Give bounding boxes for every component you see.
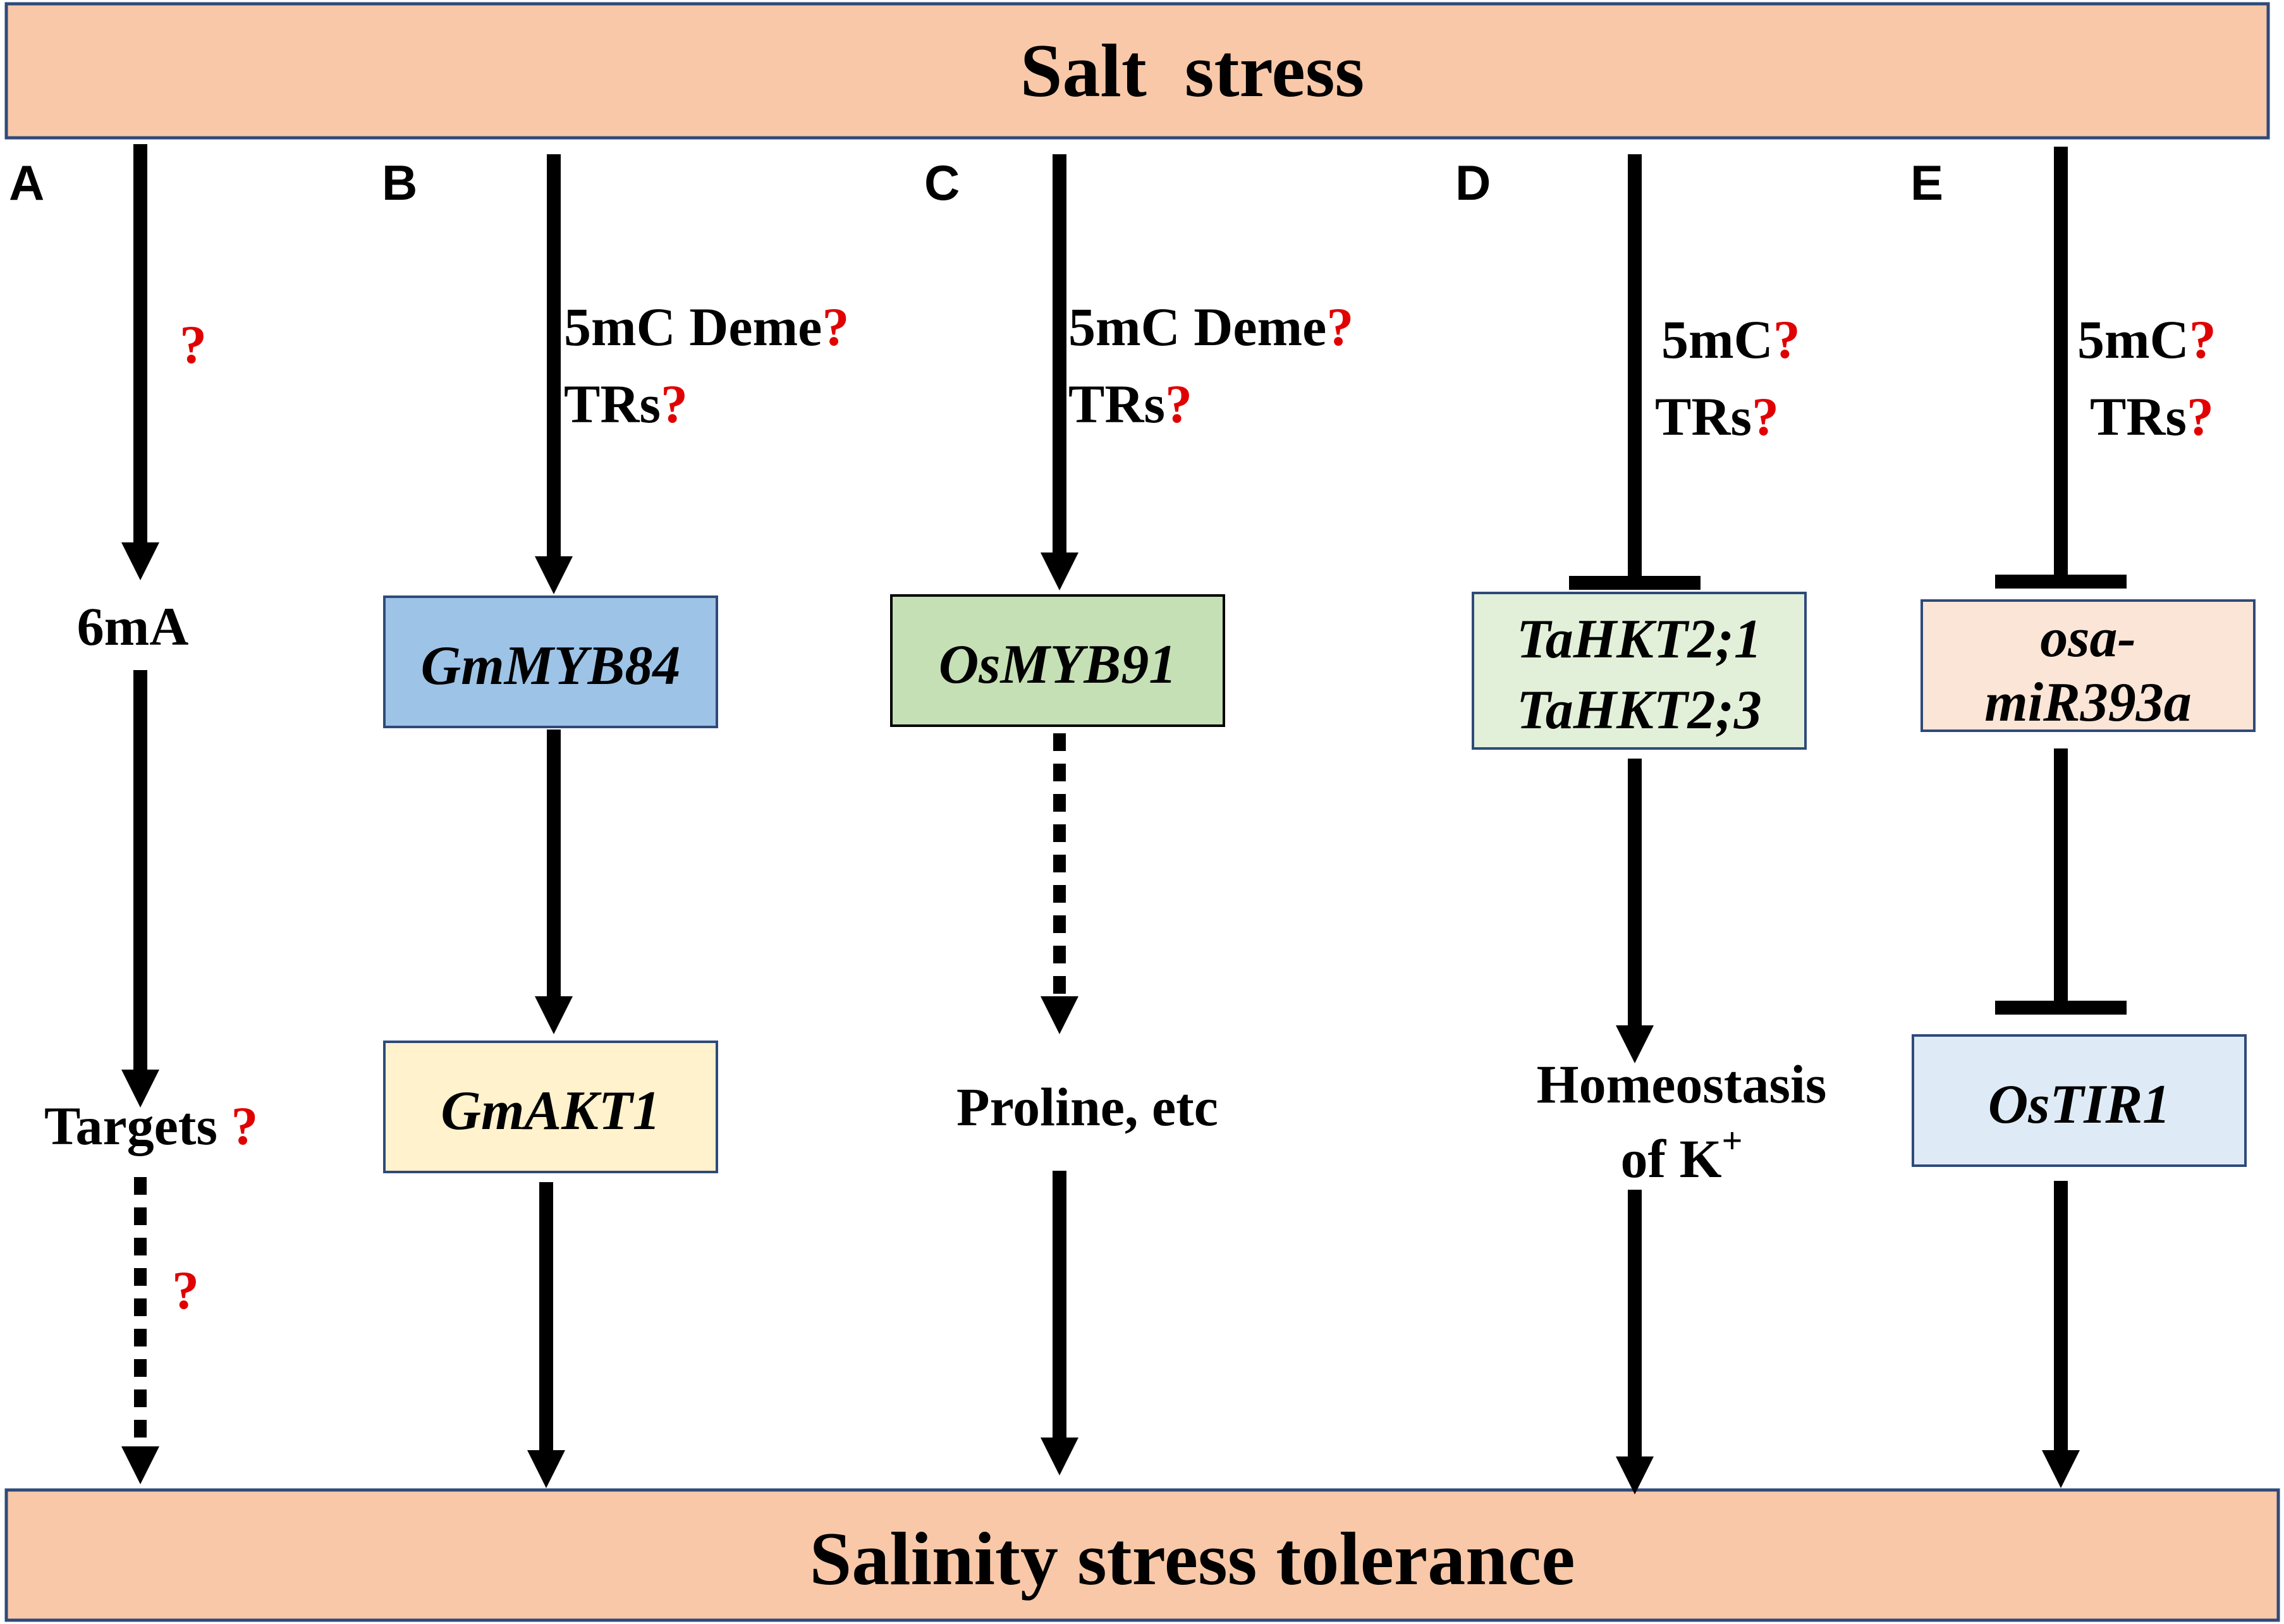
arrow-d3-head: [1616, 1456, 1654, 1494]
question-mark-d2: ?: [1752, 386, 1779, 447]
regulator-b2: TRs?: [564, 374, 688, 434]
regulator-e2: TRs?: [2090, 386, 2214, 447]
arrow-c1-head: [1041, 553, 1078, 590]
ostir1-box: [1912, 1034, 2247, 1167]
arrow-e3-head: [2042, 1450, 2080, 1488]
gmmyb84-label: GmMYB84: [421, 635, 681, 697]
question-mark-c2: ?: [1165, 374, 1192, 434]
question-mark-b1: ?: [822, 296, 849, 357]
k-superscript: +: [1721, 1120, 1742, 1161]
node-of-k-label: of K: [1620, 1128, 1721, 1189]
panel-e: E 5mC? TRs? osa- miR393a OsTIR1: [1910, 147, 2256, 1488]
top-band-label: Salt stress: [1020, 28, 1364, 113]
arrow-a2-head: [121, 1070, 159, 1108]
panel-letter-a: A: [9, 155, 44, 211]
regulator-d2: TRs?: [1655, 386, 1779, 447]
arrow-d2-head: [1616, 1025, 1654, 1063]
arrow-c2-head: [1041, 996, 1078, 1034]
regulator-b1-label: 5mC Deme: [564, 296, 822, 357]
bottom-band: Salinity stress tolerance: [4, 1488, 2280, 1622]
ostir1-label: OsTIR1: [1988, 1074, 2171, 1135]
osa-mir393a-line1: osa-: [2040, 607, 2136, 669]
regulator-d1: 5mC?: [1661, 309, 1800, 370]
osmyb91-label: OsMYB91: [939, 634, 1177, 695]
panel-letter-c: C: [924, 155, 960, 211]
bottom-band-box: [4, 1488, 2280, 1622]
regulator-c2: TRs?: [1068, 374, 1192, 434]
question-mark-d1: ?: [1773, 309, 1800, 370]
question-mark-a1: ?: [180, 314, 207, 375]
regulator-c1: 5mC Deme?: [1068, 296, 1353, 357]
panel-b: B 5mC Deme? TRs? GmMYB84 GmAKT1: [382, 154, 849, 1488]
arrow-c3-head: [1041, 1438, 1078, 1475]
top-band-box: [4, 2, 2270, 140]
gmakt1-label: GmAKT1: [441, 1080, 660, 1142]
question-mark-e2: ?: [2187, 386, 2214, 447]
node-6ma: 6mA: [77, 596, 189, 657]
regulator-c1-label: 5mC Deme: [1068, 296, 1326, 357]
question-mark-e1: ?: [2189, 309, 2216, 370]
gmakt1-box: [383, 1041, 718, 1173]
regulator-d2-label: TRs: [1655, 386, 1752, 447]
node-proline: Proline, etc: [956, 1077, 1218, 1137]
gmmyb84-box: [383, 595, 718, 728]
tahkt2-1-label: TaHKT2;1: [1517, 609, 1762, 670]
panel-c: C 5mC Deme? TRs? OsMYB91 Proline, etc: [890, 154, 1353, 1475]
arrow-b2-head: [535, 996, 573, 1034]
arrow-a3-head: [121, 1446, 159, 1484]
panel-letter-d: D: [1455, 155, 1491, 211]
arrow-a1-head: [121, 542, 159, 580]
osa-mir393a-line2: miR393a: [1984, 672, 2192, 733]
panel-d: D 5mC? TRs? TaHKT2;1 TaHKT2;3 Homeostasi…: [1455, 154, 1826, 1494]
regulator-e1-label: 5mC: [2077, 309, 2189, 370]
question-mark-b2: ?: [661, 374, 688, 434]
top-band: Salt stress: [4, 2, 2270, 140]
node-homeostasis: Homeostasis: [1537, 1054, 1827, 1114]
node-of-k: of K+: [1620, 1120, 1742, 1189]
regulator-e1: 5mC?: [2077, 309, 2216, 370]
tahkt-box: [1472, 592, 1807, 750]
question-mark-c1: ?: [1326, 296, 1353, 357]
regulator-e2-label: TRs: [2090, 386, 2187, 447]
arrow-b3-head: [527, 1450, 565, 1488]
bottom-band-label: Salinity stress tolerance: [810, 1517, 1575, 1601]
regulator-d1-label: 5mC: [1661, 309, 1773, 370]
panel-a: A ? 6mA Targets ? ?: [9, 144, 258, 1484]
regulator-b1: 5mC Deme?: [564, 296, 849, 357]
regulator-b2-label: TRs: [564, 374, 661, 434]
question-mark-a2: ?: [231, 1096, 258, 1156]
node-targets: Targets ?: [44, 1096, 258, 1156]
osa-mir393a-box: [1921, 599, 2256, 732]
question-mark-a3: ?: [172, 1260, 199, 1321]
panel-letter-b: B: [382, 155, 417, 211]
osmyb91-box: [890, 594, 1225, 727]
panel-letter-e: E: [1910, 155, 1943, 211]
tahkt2-3-label: TaHKT2;3: [1517, 680, 1762, 741]
regulator-c2-label: TRs: [1068, 374, 1165, 434]
node-targets-label: Targets: [44, 1096, 231, 1156]
arrow-b1-head: [535, 556, 573, 594]
